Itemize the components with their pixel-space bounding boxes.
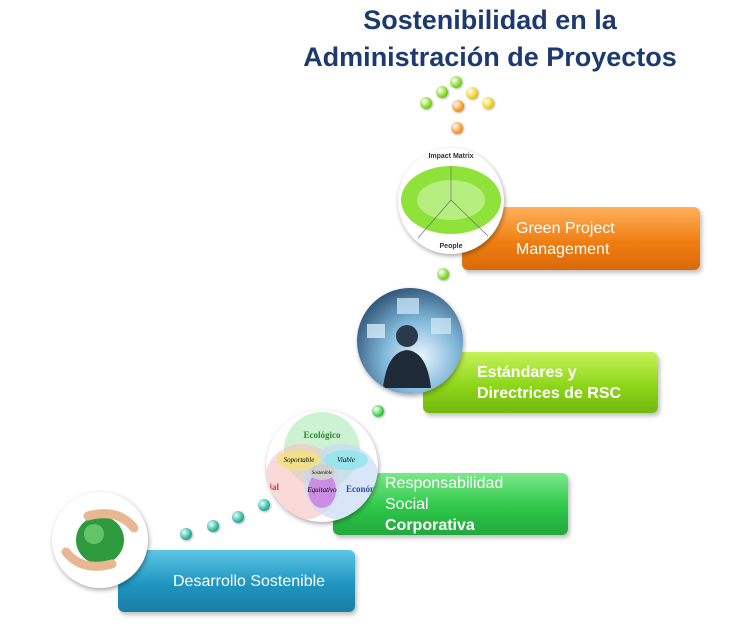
connector-dot xyxy=(258,499,270,511)
title-line-1: Sostenibilidad en la xyxy=(363,5,617,35)
connector-dot xyxy=(466,87,478,99)
connector-dot xyxy=(451,122,463,134)
connector-dot xyxy=(207,520,219,532)
connector-dot xyxy=(372,405,384,417)
diagram-title: Sostenibilidad en la Administración de P… xyxy=(270,2,710,76)
venn-label-sostenible: Sostenible xyxy=(312,471,333,476)
connector-dot xyxy=(452,100,464,112)
connector-dot xyxy=(436,86,448,98)
venn-label-economico: Económico xyxy=(346,484,378,494)
step-label-line-2: Management xyxy=(516,240,610,258)
matrix-title: Impact Matrix xyxy=(428,153,473,160)
connector-dot xyxy=(420,97,432,109)
venn-label-equitativo: Equitativo xyxy=(306,486,337,494)
venn-label-soportable: Soportable xyxy=(284,456,315,464)
venn-label-ecologico: Ecológico xyxy=(304,430,341,440)
venn-label-social: Social xyxy=(266,482,280,492)
connector-dot xyxy=(450,76,462,88)
step-label-line-1: Responsabilidad xyxy=(385,474,504,492)
step-label-line-1: Green Project xyxy=(516,219,615,237)
connector-dot xyxy=(180,528,192,540)
step-label-bold: Corporativa xyxy=(385,516,475,534)
step-label-line-2: Social xyxy=(385,495,429,513)
globe-hands-icon xyxy=(52,492,148,588)
impact-matrix-icon: Impact Matrix People xyxy=(398,148,504,254)
step-estandares-rsc: Estándares y Directrices de RSC xyxy=(423,352,658,413)
step-green-project-management: Green Project Management xyxy=(462,207,700,270)
step-label: Desarrollo Sostenible xyxy=(173,572,326,590)
title-line-2: Administración de Proyectos xyxy=(303,42,677,72)
connector-dot xyxy=(437,268,449,280)
business-person-icon xyxy=(357,288,463,394)
connector-dot xyxy=(482,97,494,109)
step-desarrollo-sostenible: Desarrollo Sostenible xyxy=(118,550,355,612)
step-label-line-2-wrapper: Social Corporativa xyxy=(385,494,503,536)
step-label-line-1: Estándares y xyxy=(477,363,577,381)
matrix-label-people: People xyxy=(440,243,463,250)
connector-dot xyxy=(232,511,244,523)
venn-diagram-icon: Ecológico Soportable Viable Sostenible E… xyxy=(266,410,378,522)
venn-label-viable: Viable xyxy=(337,456,355,464)
step-label-line-2: Directrices de RSC xyxy=(477,384,622,402)
